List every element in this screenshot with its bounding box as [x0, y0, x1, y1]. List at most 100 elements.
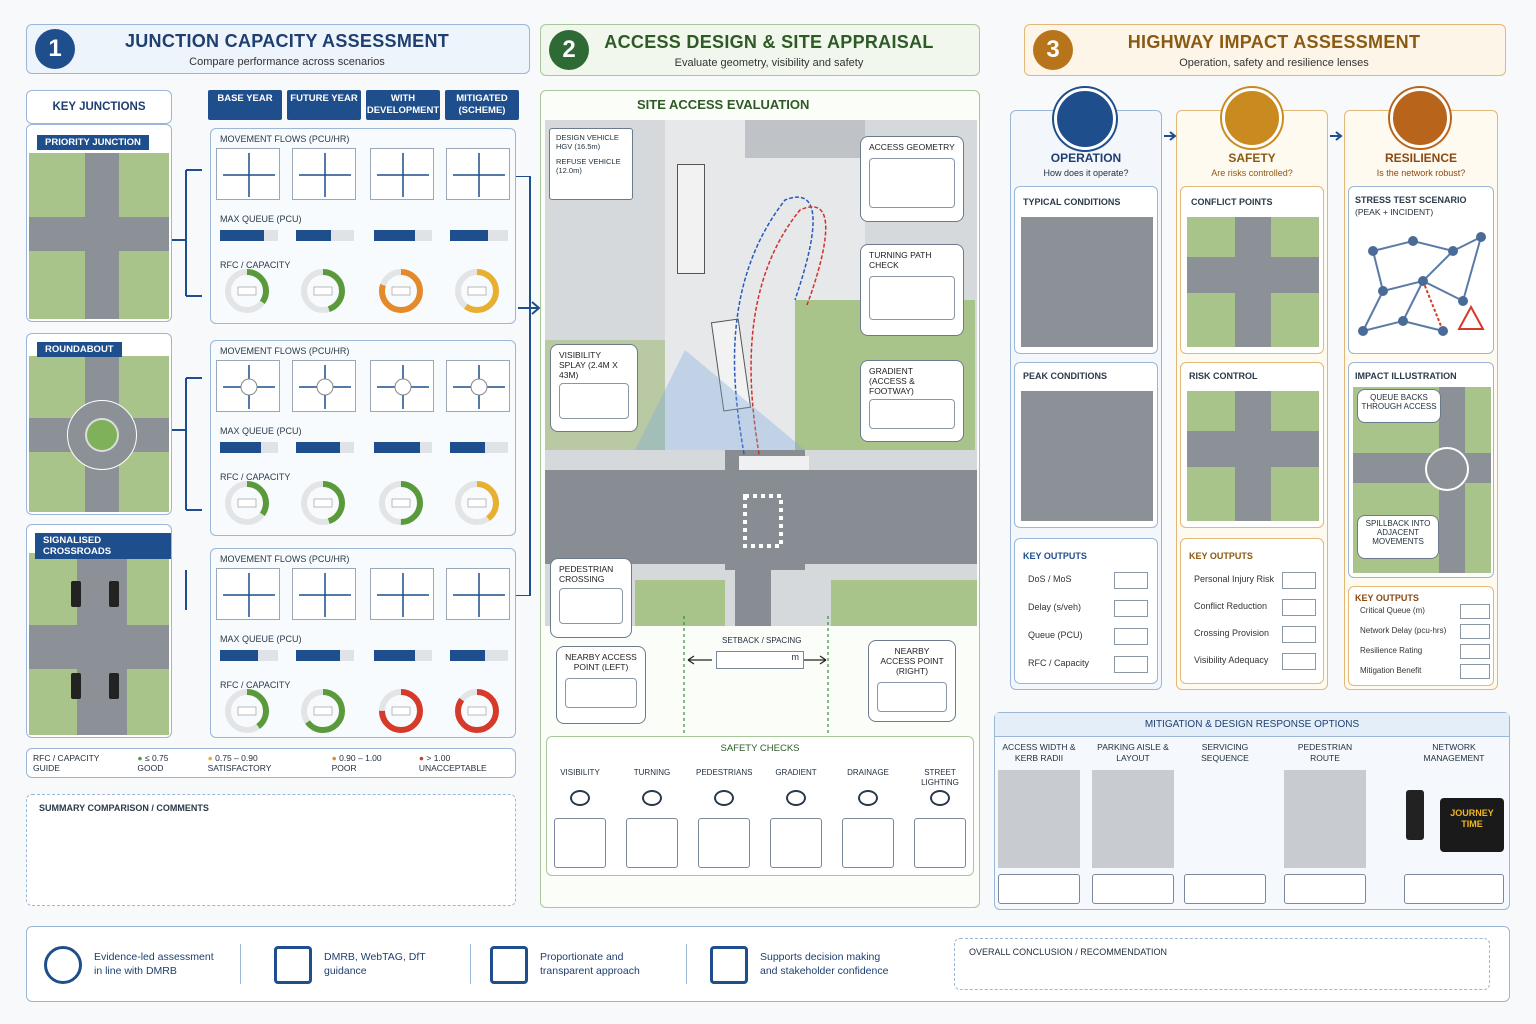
safety-output-input[interactable] [1282, 599, 1316, 616]
summary-box[interactable]: SUMMARY COMPARISON / COMMENTS [26, 794, 516, 906]
rfc-gauge [300, 268, 346, 314]
roundabout-card[interactable]: ROUNDABOUT [26, 333, 172, 515]
priority-junction-card[interactable]: PRIORITY JUNCTION [26, 124, 172, 322]
queue-bar [374, 230, 432, 241]
mitigation-input[interactable] [1092, 874, 1174, 904]
safety-check-input[interactable] [626, 818, 678, 868]
resilience-output-input[interactable] [1460, 604, 1490, 619]
resilience-output-input[interactable] [1460, 644, 1490, 659]
queue-bar [450, 442, 508, 453]
mitigation-input[interactable] [1284, 874, 1366, 904]
mitigation-option-label: NETWORK MANAGEMENT [1423, 742, 1485, 763]
section3-title: HIGHWAY IMPACT ASSESSMENT [1127, 31, 1421, 52]
rfc-gauge [378, 268, 424, 314]
queue-label: MAX QUEUE (PCU) [220, 214, 302, 224]
conflict-points-card: CONFLICT POINTS [1180, 186, 1324, 354]
pedestrian-crossing-callout[interactable]: PEDESTRIAN CROSSING [550, 558, 632, 638]
impact-illustration-card: IMPACT ILLUSTRATION QUEUE BACKS THROUGH … [1348, 362, 1494, 578]
nearby-access-right[interactable]: NEARBY ACCESS POINT (RIGHT) [868, 640, 956, 722]
conclusion-box[interactable]: OVERALL CONCLUSION / RECOMMENDATION [954, 938, 1490, 990]
setback-unit: m [791, 652, 800, 662]
operation-output-input[interactable] [1114, 572, 1148, 589]
operation-output-input[interactable] [1114, 656, 1148, 673]
footer-divider [240, 944, 241, 984]
safety-check-input[interactable] [770, 818, 822, 868]
rfc-gauge [224, 268, 270, 314]
safety-check-label: TURNING [633, 768, 671, 777]
scenario-header: MITIGATED (SCHEME) [445, 90, 519, 120]
flow-diagram[interactable] [370, 148, 434, 200]
mitigation-title: MITIGATION & DESIGN RESPONSE OPTIONS [995, 713, 1509, 737]
safety-check-input[interactable] [914, 818, 966, 868]
flow-diagram[interactable] [370, 360, 434, 412]
resilience-output-input[interactable] [1460, 664, 1490, 679]
traffic-light-icon [71, 673, 81, 699]
safety-output-input[interactable] [1282, 626, 1316, 643]
section1-number: 1 [35, 29, 75, 69]
setback-input[interactable]: m [716, 651, 804, 669]
mitigation-input[interactable] [1404, 874, 1504, 904]
mitigation-illustration [1284, 770, 1366, 868]
pedestrian-crossing-label: PEDESTRIAN CROSSING [559, 564, 614, 584]
rfc-guide-good: ● ≤ 0.75 GOOD [137, 753, 169, 773]
scenario-header: BASE YEAR [208, 90, 282, 120]
junction-tag: PRIORITY JUNCTION [37, 135, 149, 150]
footer-divider [686, 944, 687, 984]
gradient-callout[interactable]: GRADIENT (ACCESS & FOOTWAY) [860, 360, 964, 442]
visibility-sub: SPLAY (2.4m x 43m) [559, 360, 618, 380]
flow-diagram[interactable] [216, 148, 280, 200]
mitigation-input[interactable] [1184, 874, 1266, 904]
operation-output-label: Queue (PCU) [1028, 630, 1083, 640]
people-icon [710, 946, 748, 984]
flow-diagram[interactable] [370, 568, 434, 620]
safety-check-input[interactable] [554, 818, 606, 868]
flow-diagram[interactable] [292, 568, 356, 620]
section2-subtitle: Evaluate geometry, visibility and safety [674, 56, 864, 69]
mitigation-option-label: SERVICING SEQUENCE [1201, 742, 1249, 763]
nearby-access-left-label: NEARBY ACCESS POINT (LEFT) [565, 652, 637, 672]
flow-diagram[interactable] [446, 360, 510, 412]
rfc-guide: RFC / CAPACITY GUIDE ● ≤ 0.75 GOOD ● 0.7… [26, 748, 516, 778]
operation-output-input[interactable] [1114, 600, 1148, 617]
peak-conditions-card: PEAK CONDITIONS [1014, 362, 1158, 528]
nearby-access-left[interactable]: NEARBY ACCESS POINT (LEFT) [556, 646, 646, 724]
flow-diagram[interactable] [446, 148, 510, 200]
resilience-output-label: Mitigation Benefit [1360, 666, 1422, 675]
footer-divider [470, 944, 471, 984]
safety-check-input[interactable] [842, 818, 894, 868]
safety-output-input[interactable] [1282, 653, 1316, 670]
section2-header: 2 ACCESS DESIGN & SITE APPRAISAL Evaluat… [540, 24, 980, 76]
queue-bar [220, 230, 278, 241]
safety-check-icon [642, 790, 662, 806]
flows-label: MOVEMENT FLOWS (PCU/HR) [220, 346, 350, 356]
site-building [745, 120, 865, 158]
flow-diagram[interactable] [292, 360, 356, 412]
flow-diagram[interactable] [446, 568, 510, 620]
mitigation-option-label: PEDESTRIAN ROUTE [1297, 742, 1353, 763]
safety-check-icon [714, 790, 734, 806]
access-geometry-callout[interactable]: ACCESS GEOMETRY [860, 136, 964, 222]
flow-diagram[interactable] [292, 148, 356, 200]
resilience-title: RESILIENCE [1384, 151, 1457, 165]
operation-output-input[interactable] [1114, 628, 1148, 645]
junction-tag: ROUNDABOUT [37, 342, 122, 357]
turning-path-callout[interactable]: TURNING PATH CHECK [860, 244, 964, 336]
signalised-crossroads-card[interactable]: SIGNALISED CROSSROADS [26, 524, 172, 738]
mitigation-illustration [1092, 770, 1174, 868]
safety-output-input[interactable] [1282, 572, 1316, 589]
resilience-output-input[interactable] [1460, 624, 1490, 639]
scales-icon [490, 946, 528, 984]
safety-check-input[interactable] [698, 818, 750, 868]
safety-output-label: Crossing Provision [1194, 628, 1270, 638]
journey-time-sign: JOURNEY TIME [1440, 798, 1504, 852]
flow-diagram[interactable] [216, 568, 280, 620]
check-circle-icon [44, 946, 82, 984]
flow-diagram[interactable] [216, 360, 280, 412]
design-vehicle-sub: HGV (16.5m) [556, 142, 601, 151]
mitigation-illustration [998, 770, 1080, 868]
refuse-vehicle-label: REFUSE VEHICLE [556, 157, 621, 166]
footer-text: Evidence-led assessment in line with DMR… [94, 951, 214, 977]
safety-output-label: Personal Injury Risk [1194, 574, 1275, 584]
visibility-callout[interactable]: VISIBILITY SPLAY (2.4m x 43m) [550, 344, 638, 432]
mitigation-input[interactable] [998, 874, 1080, 904]
